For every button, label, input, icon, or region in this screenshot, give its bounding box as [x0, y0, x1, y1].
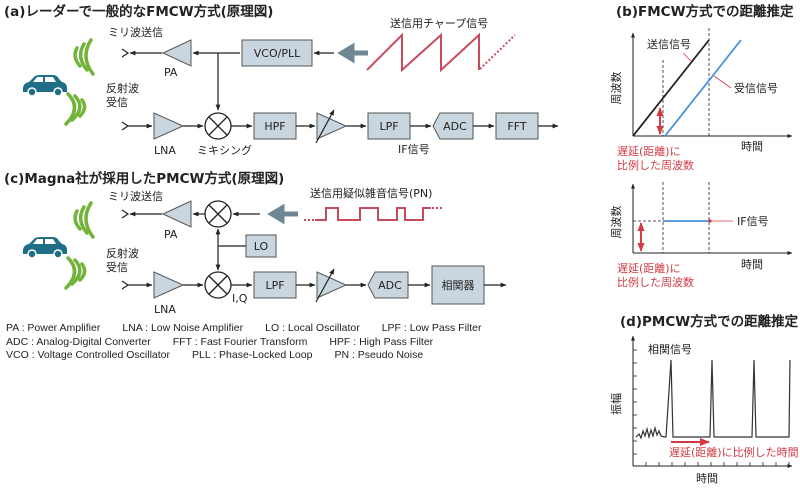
- legend-row: ADC : Analog-Digital Converter FFT : Fast…: [6, 336, 503, 350]
- adc-label: ADC: [378, 279, 402, 292]
- fft-block: [495, 112, 539, 140]
- legend-row: PA : Power Amplifier LNA : Low Noise Ampl…: [6, 322, 503, 336]
- panel-b-title: (b)FMCW方式での距離推定: [616, 3, 794, 20]
- tx-mixer-icon: [204, 200, 232, 228]
- b-ylabel: 周波数: [610, 72, 623, 105]
- b-xlabel: 時間: [741, 140, 763, 153]
- lpf-label: LPF: [379, 120, 398, 133]
- correlation-signal-label: 相関信号: [648, 343, 692, 356]
- panel-d: (d)PMCW方式での距離推定 振幅 時間 相関信号 遅延(距離)に比例した時間: [609, 313, 799, 485]
- input-arrow-icon: [337, 42, 368, 64]
- panel-b: (b)FMCW方式での距離推定 周波数 時間 送信信号 受信信号 遅延(距離)に…: [610, 3, 794, 289]
- car-icon: [22, 74, 68, 97]
- b-delay-note-2: 比例した周波数: [617, 158, 694, 172]
- legend-item: PN : Pseudo Noise: [334, 349, 424, 361]
- rx-signal-line: [664, 39, 742, 137]
- legend-item: LNA : Low Noise Amplifier: [122, 322, 244, 334]
- lna-amplifier: [153, 112, 185, 140]
- rx-label-1: 反射波: [106, 246, 139, 260]
- lna-label: LNA: [154, 303, 176, 316]
- rx-wave-icon: [64, 256, 87, 290]
- tx-antenna-icon: [121, 48, 130, 58]
- adc-label: ADC: [443, 120, 467, 133]
- rx-label-2: 受信: [106, 96, 128, 109]
- vco-pll-label: VCO/PLL: [254, 47, 301, 60]
- if-label: IF信号: [398, 143, 430, 156]
- mixer-icon: [204, 112, 232, 140]
- car-icon: [22, 236, 68, 259]
- lna-amplifier: [153, 271, 185, 299]
- tx-signal-line: [632, 39, 710, 137]
- if-ylabel: 周波数: [610, 206, 623, 239]
- rx-antenna-icon: [121, 280, 130, 290]
- chirp-label: 送信用チャープ信号: [390, 16, 488, 30]
- rx-label-1: 反射波: [106, 81, 139, 95]
- panel-c: (c)Magna社が採用したPMCW方式(原理図) ミリ波送信 反射波 受信 P…: [4, 170, 507, 316]
- tx-wave-icon: [73, 201, 95, 239]
- rx-mixer-icon: [204, 271, 232, 299]
- legend-item: PLL : Phase-Locked Loop: [192, 349, 313, 361]
- tx-label: ミリ波送信: [108, 189, 163, 203]
- lo-label: LO: [254, 240, 269, 253]
- if-signal-label: IF信号: [737, 215, 769, 228]
- panel-c-title: (c)Magna社が採用したPMCW方式(原理図): [4, 170, 284, 187]
- pa-label: PA: [164, 228, 178, 241]
- panel-a: (a)レーダーで一般的なFMCW方式(原理図) ミリ波送信 反射波 受信 PA …: [4, 3, 559, 157]
- d-ylabel: 振幅: [609, 393, 623, 415]
- vga-amplifier: [315, 268, 348, 303]
- vga-amplifier: [315, 109, 348, 144]
- legend-item: PA : Power Amplifier: [6, 322, 101, 334]
- abbreviation-legend: PA : Power Amplifier LNA : Low Noise Ampl…: [6, 322, 503, 363]
- chirp-signal: [366, 32, 480, 73]
- tx-antenna-icon: [121, 209, 130, 219]
- pn-label: 送信用疑似雑音信号(PN): [310, 186, 432, 200]
- correlation-signal-line: [635, 359, 791, 440]
- input-arrow-icon: [267, 203, 298, 225]
- legend-item: FFT : Fast Fourier Transform: [172, 335, 308, 348]
- legend-item: LO : Local Oscillator: [265, 322, 360, 334]
- legend-row: VCO : Voltage Controlled Oscillator PLL :…: [6, 349, 503, 363]
- correlator-block: [431, 265, 485, 305]
- tx-signal-label: 送信信号: [647, 37, 691, 51]
- hpf-block: [253, 112, 297, 140]
- legend-item: ADC : Analog-Digital Converter: [6, 335, 151, 348]
- b-delay-note-1: 遅延(距離)に: [617, 144, 681, 158]
- d-xlabel: 時間: [696, 472, 718, 485]
- mixing-label: ミキシング: [197, 143, 252, 157]
- tx-wave-icon: [73, 38, 95, 76]
- fft-label: FFT: [507, 120, 526, 133]
- pa-amplifier: [161, 200, 192, 228]
- if-delay-note-1: 遅延(距離)に: [617, 261, 681, 275]
- lpf-block: [367, 112, 411, 140]
- lna-label: LNA: [154, 144, 176, 157]
- panel-d-title: (d)PMCW方式での距離推定: [620, 313, 799, 330]
- iq-label: I,Q: [232, 292, 248, 305]
- correlator-label: 相関器: [442, 279, 475, 292]
- panel-a-title: (a)レーダーで一般的なFMCW方式(原理図): [4, 3, 273, 20]
- pa-label: PA: [164, 66, 178, 79]
- tx-label: ミリ波送信: [108, 25, 163, 39]
- legend-item: LPF : Low Pass Filter: [381, 322, 482, 334]
- lpf-block: [253, 271, 297, 299]
- if-delay-note-2: 比例した周波数: [617, 275, 694, 289]
- pa-amplifier: [161, 39, 192, 67]
- rx-label-2: 受信: [106, 261, 128, 274]
- lpf-label: LPF: [265, 279, 284, 292]
- pn-signal: [315, 207, 431, 221]
- legend-item: VCO : Voltage Controlled Oscillator: [6, 349, 170, 361]
- rx-antenna-icon: [121, 121, 130, 131]
- hpf-label: HPF: [264, 120, 285, 133]
- rx-signal-label: 受信信号: [734, 82, 778, 95]
- lo-block: [245, 234, 277, 258]
- if-xlabel: 時間: [741, 258, 763, 271]
- vco-pll-block: [241, 39, 313, 67]
- rx-wave-icon: [64, 92, 87, 126]
- legend-item: HPF : High Pass Filter: [329, 335, 434, 348]
- d-delay-note: 遅延(距離)に比例した時間: [669, 445, 799, 459]
